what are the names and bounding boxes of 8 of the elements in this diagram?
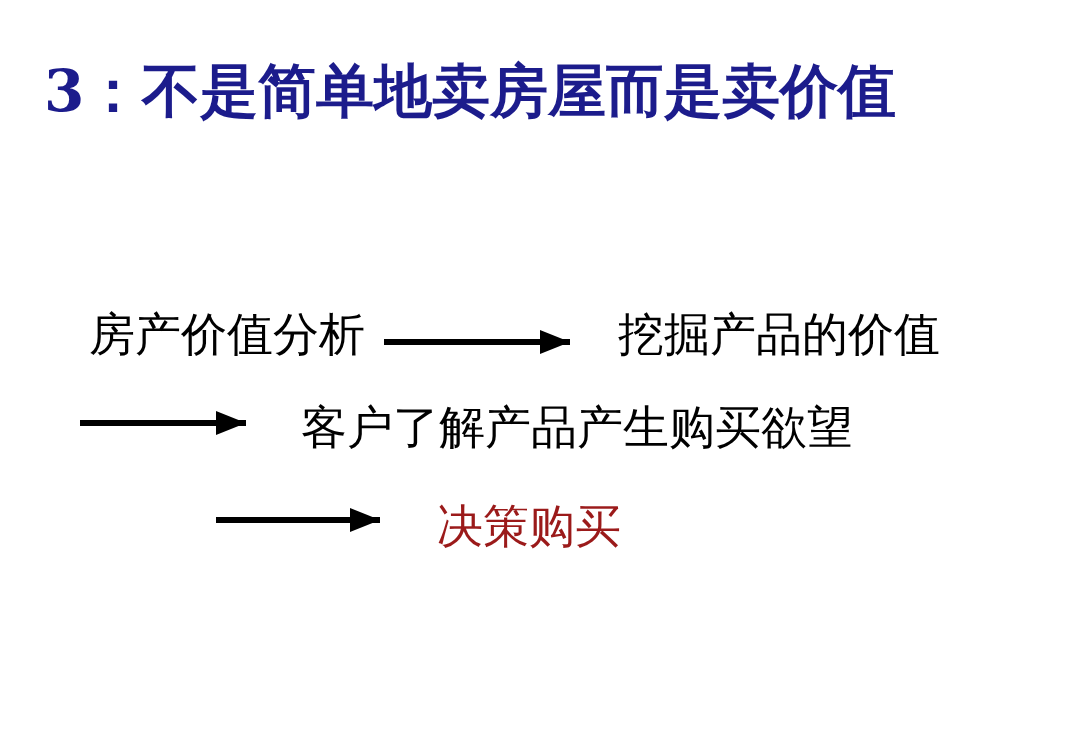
- flow-step-text: 决策购买: [437, 503, 621, 549]
- flow-step-text: 挖掘产品的价值: [618, 311, 940, 357]
- flow-step-text: 客户了解产品产生购买欲望: [301, 404, 853, 450]
- flow-step-text: 房产价值分析: [89, 311, 365, 357]
- arrow: [216, 508, 380, 532]
- arrow: [80, 411, 246, 435]
- slide-title: 3：不是简单地卖房屋而是卖价值: [44, 62, 897, 120]
- arrow: [384, 330, 570, 354]
